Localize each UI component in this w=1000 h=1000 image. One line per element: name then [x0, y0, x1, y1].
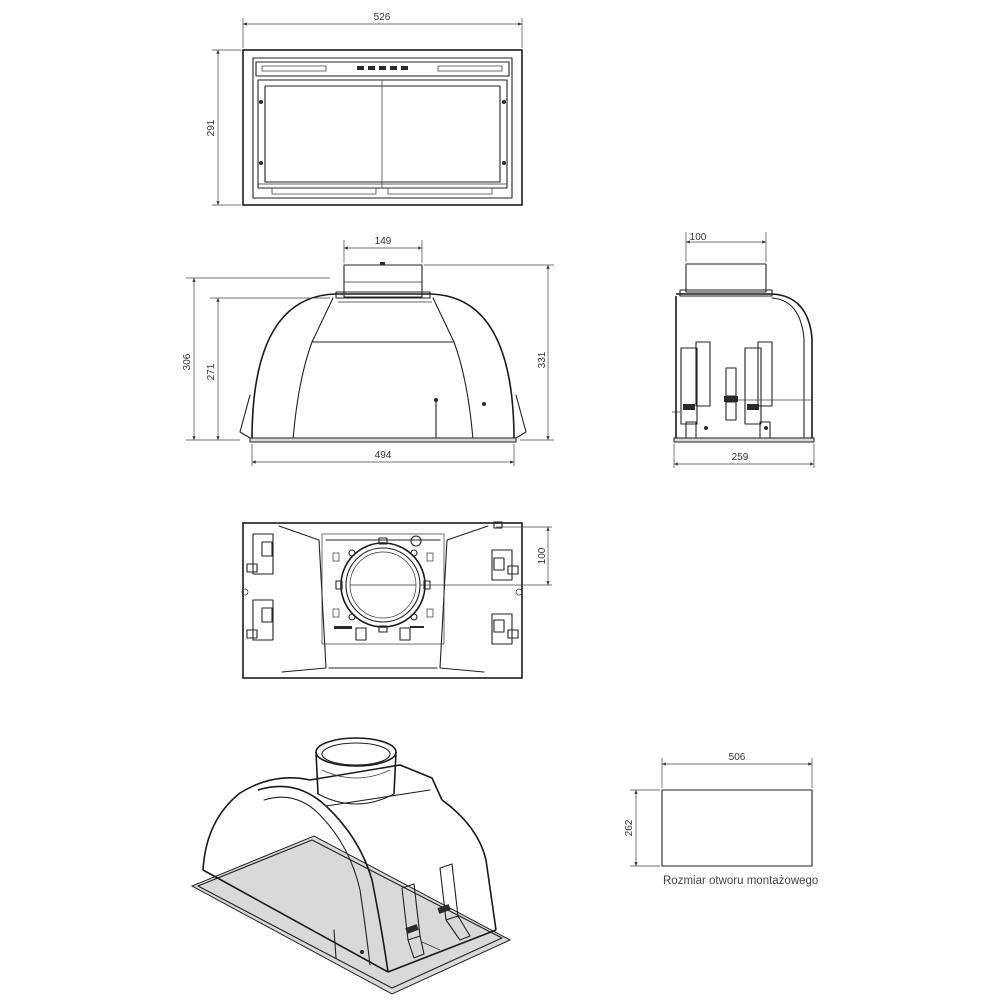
- dim-top-offset: 100: [537, 547, 548, 564]
- cutout-rectangle: [661, 789, 813, 867]
- dim-total-height: 331: [537, 351, 548, 368]
- front-view: 526 291: [206, 12, 523, 206]
- dim-front-height: 291: [206, 119, 217, 136]
- control-buttons: [357, 66, 408, 70]
- top-outlet-ring: [332, 535, 434, 641]
- dim-side-outlet: 100: [690, 232, 707, 243]
- dim-side-depth: 259: [732, 452, 749, 463]
- dim-body-height-outer: 306: [182, 353, 193, 370]
- side-view-width: 149 306 271 331 494: [182, 236, 554, 466]
- dim-cutout-height: 262: [624, 819, 635, 836]
- isometric-view: [190, 737, 512, 995]
- dim-cutout-width: 506: [729, 752, 746, 763]
- mount-clip-right: [744, 341, 773, 439]
- dim-outlet-diameter: 149: [375, 236, 392, 247]
- dim-base-width: 494: [375, 450, 392, 461]
- dim-front-width: 526: [374, 12, 391, 23]
- dim-body-height-inner: 271: [206, 363, 217, 380]
- cutout-caption: Rozmiar otworu montażowego: [663, 875, 818, 887]
- side-view-depth: 100 259: [672, 232, 815, 468]
- top-clip-left: [241, 533, 274, 641]
- iso-outlet: [315, 737, 397, 805]
- cutout-view: 506 262 Rozmiar otworu montażowego: [624, 752, 818, 887]
- top-view: 100: [241, 521, 552, 679]
- top-clip-right: [491, 549, 523, 645]
- iso-clips: [401, 863, 471, 959]
- mount-clip-left: [680, 341, 711, 439]
